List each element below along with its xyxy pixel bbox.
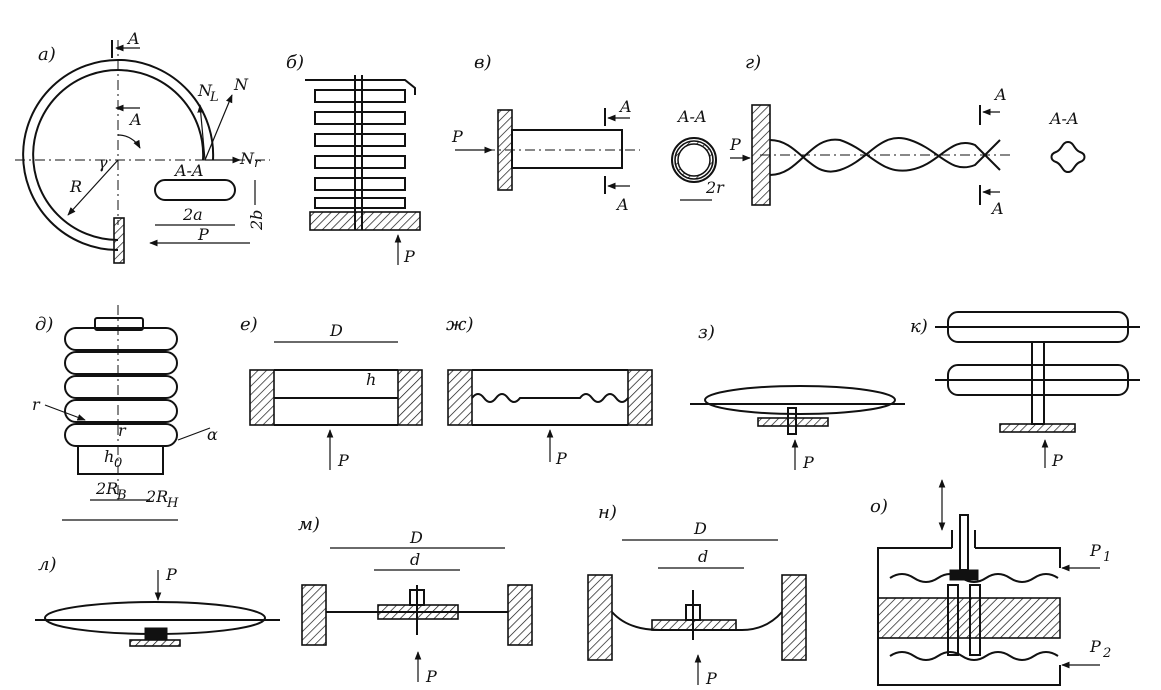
label-o-P1: P [1089, 541, 1101, 560]
label-a-section: A-A [173, 161, 204, 180]
label-d-r2: r [118, 421, 127, 440]
oval-section [154, 179, 236, 201]
label-v-P: P [451, 127, 463, 146]
panel-a: а) A A γ R N L N N r A-A 2a 2b P [15, 29, 270, 264]
label-b-P: P [403, 247, 415, 266]
label-d-h: h [104, 447, 114, 466]
label-e-P: P [337, 451, 349, 470]
label-v-2r: 2r [705, 178, 725, 197]
label-z-P: P [802, 453, 814, 472]
label-d-2R2: 2R [145, 487, 168, 506]
label-g-A1: A [993, 85, 1007, 104]
label-a-2a: 2a [182, 205, 203, 224]
panel-l-letter: л) [38, 554, 56, 575]
label-m-D: D [409, 528, 423, 547]
label-e-D: D [329, 321, 343, 340]
star-section [1050, 140, 1086, 174]
panel-v: в) P A A A-A 2r [451, 52, 725, 214]
panel-o: о) P 1 P 2 [870, 479, 1111, 686]
label-a-r: r [254, 156, 261, 171]
panel-zh-letter: ж) [446, 314, 473, 335]
label-v-A1: A [618, 97, 632, 116]
label-a-R: R [69, 177, 82, 196]
panel-z: з) P [690, 322, 905, 472]
panel-b: б) P [286, 52, 421, 266]
label-k-P: P [1051, 451, 1063, 470]
panel-e-letter: е) [240, 314, 258, 335]
label-g-P: P [729, 135, 741, 154]
label-a-A1: A [126, 29, 140, 48]
label-a-gamma: γ [98, 153, 108, 172]
label-d-H: Н [166, 496, 179, 511]
label-n-P: P [705, 669, 717, 688]
panel-e: е) D h P [240, 314, 423, 470]
panel-g-letter: г) [745, 52, 761, 73]
panel-d: д) r r α h 0 2R В 2R Н [32, 305, 218, 521]
label-a-P: P [197, 225, 209, 244]
bourdon-tube-outer [22, 59, 215, 251]
panel-n: н) D d P [587, 502, 807, 688]
panel-l: л) P [35, 554, 280, 647]
panel-a-letter: а) [38, 44, 56, 65]
label-m-P: P [425, 667, 437, 686]
label-a-2b: 2b [247, 210, 266, 231]
panel-z-letter: з) [698, 322, 715, 343]
label-d-h0: 0 [114, 456, 122, 471]
panel-o-letter: о) [870, 496, 888, 517]
label-v-section: A-A [676, 107, 707, 126]
label-o-sub1: 1 [1103, 550, 1111, 565]
panel-v-letter: в) [474, 52, 492, 73]
panel-g: г) P A A A-A [729, 52, 1086, 218]
label-l-P: P [165, 565, 177, 584]
label-a-L: L [209, 90, 219, 105]
label-e-h: h [366, 370, 376, 389]
panel-k-letter: к) [910, 316, 928, 337]
panel-d-letter: д) [35, 314, 53, 335]
label-d-r1: r [32, 395, 41, 414]
label-n-D: D [693, 519, 707, 538]
label-d-2R: 2R [95, 479, 118, 498]
label-o-sub2: 2 [1102, 646, 1111, 661]
label-o-P2: P [1089, 637, 1101, 656]
panel-m: м) D d P [298, 514, 533, 686]
panel-n-letter: н) [598, 502, 617, 523]
panel-m-letter: м) [298, 514, 320, 535]
label-a-N2: N [233, 75, 249, 94]
tube-section-outer [671, 137, 717, 183]
label-v-A2: A [615, 195, 629, 214]
panel-b-letter: б) [286, 52, 304, 73]
label-zh-P: P [555, 449, 567, 468]
label-d-alpha: α [207, 425, 218, 444]
panel-zh: ж) P [446, 314, 653, 468]
bourdon-tube-inner [32, 69, 205, 241]
label-a-A2: A [128, 110, 142, 129]
panel-k: к) P [910, 311, 1140, 470]
label-a-N1: N [197, 81, 213, 100]
label-n-d: d [698, 547, 708, 566]
label-a-N3: N [239, 149, 255, 168]
label-g-A2: A [990, 199, 1004, 218]
label-g-section: A-A [1048, 109, 1079, 128]
label-m-d: d [410, 550, 420, 569]
label-d-B: В [116, 488, 127, 503]
